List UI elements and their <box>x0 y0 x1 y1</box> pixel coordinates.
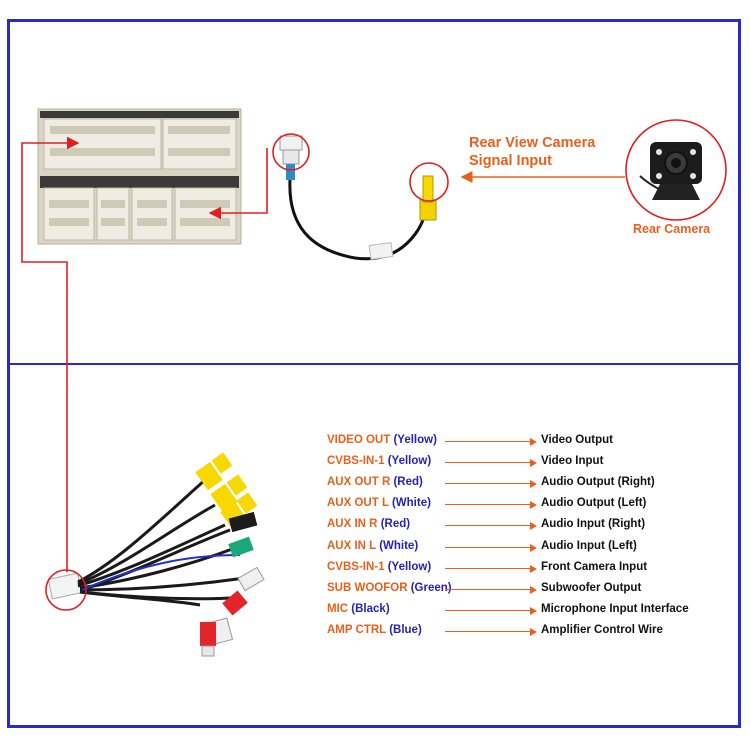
mic-jack-black <box>228 511 258 533</box>
signal-label: CVBS-IN-1 (Yellow) <box>327 561 431 573</box>
wire-color: (Blue) <box>389 624 422 636</box>
mapping-arrow <box>445 606 537 615</box>
signal-label: MIC (Black) <box>327 603 390 615</box>
signal-label: AUX OUT R (Red) <box>327 476 423 488</box>
wire-color: (White) <box>379 540 419 552</box>
signal-name: SUB WOOFOR <box>327 582 408 594</box>
wire-color: (Yellow) <box>387 455 432 467</box>
rca-plug-yellow-1 <box>195 452 233 491</box>
mapping-arrow <box>445 458 537 467</box>
signal-label: VIDEO OUT (Yellow) <box>327 434 437 446</box>
rca-plug-green <box>228 536 254 558</box>
signal-name: AUX IN R <box>327 518 378 530</box>
rear-camera-icon <box>625 119 727 221</box>
wire-color: (Black) <box>351 603 390 615</box>
signal-label: SUB WOOFOR (Green) <box>327 582 452 594</box>
mapping-arrow <box>445 564 537 573</box>
rear-view-camera-title: Rear View Camera Signal Input <box>469 134 595 170</box>
rear-camera-adapter-cable <box>272 133 625 261</box>
mapping-arrow <box>445 479 537 488</box>
wire-color: (White) <box>391 497 431 509</box>
signal-label: AUX IN L (White) <box>327 540 418 552</box>
rear-view-title-line2: Signal Input <box>469 153 552 169</box>
signal-label: AUX IN R (Red) <box>327 518 410 530</box>
signal-function: Audio Output (Right) <box>541 476 655 488</box>
rca-plug-white-1 <box>237 566 265 592</box>
signal-function: Audio Input (Right) <box>541 518 646 530</box>
signal-name: AMP CTRL <box>327 624 386 636</box>
signal-label: AMP CTRL (Blue) <box>327 624 422 636</box>
callout-lines <box>21 136 268 572</box>
signal-name: MIC <box>327 603 349 615</box>
wire-color: (Yellow) <box>393 434 437 446</box>
mapping-arrow <box>445 585 537 594</box>
signal-label: AUX OUT L (White) <box>327 497 431 509</box>
rca-plug-red-2 <box>200 622 216 657</box>
rear-camera-label: Rear Camera <box>633 222 711 236</box>
signal-name: AUX IN L <box>327 540 376 552</box>
signal-label: CVBS-IN-1 (Yellow) <box>327 455 431 467</box>
mapping-arrow <box>445 543 537 552</box>
signal-function: Amplifier Control Wire <box>541 624 663 636</box>
section-divider <box>7 363 741 365</box>
wire-color: (Red) <box>380 518 411 530</box>
rca-plug-red-1 <box>222 590 248 616</box>
diagram-frame <box>7 19 741 728</box>
head-unit-connector <box>37 108 242 245</box>
signal-function: Video Input <box>541 455 604 467</box>
signal-function: Front Camera Input <box>541 561 648 573</box>
mapping-arrow <box>445 521 537 530</box>
wire-color: (Red) <box>393 476 423 488</box>
signal-name: AUX OUT R <box>327 476 391 488</box>
signal-name: VIDEO OUT <box>327 434 391 446</box>
wire-color: (Green) <box>410 582 452 594</box>
signal-function: Audio Output (Left) <box>541 497 647 509</box>
mapping-arrow <box>445 437 537 446</box>
signal-function: Subwoofer Output <box>541 582 642 594</box>
signal-function: Audio Input (Left) <box>541 540 637 552</box>
signal-function: Video Output <box>541 434 613 446</box>
signal-name: CVBS-IN-1 <box>327 561 385 573</box>
signal-name: CVBS-IN-1 <box>327 455 385 467</box>
rca-harness <box>45 452 265 657</box>
signal-name: AUX OUT L <box>327 497 389 509</box>
signal-function: Microphone Input Interface <box>541 603 689 615</box>
rear-view-title-line1: Rear View Camera <box>469 135 596 151</box>
wire-color: (Yellow) <box>387 561 432 573</box>
mapping-arrow <box>445 627 537 636</box>
mapping-arrow <box>445 500 537 509</box>
